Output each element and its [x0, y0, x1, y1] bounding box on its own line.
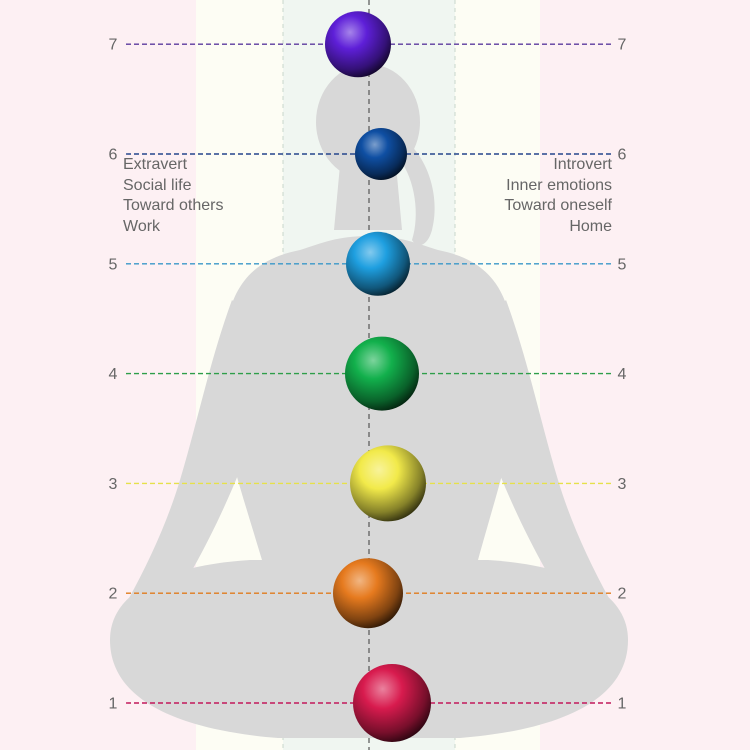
level-label-left-6: 6 — [109, 147, 118, 164]
silhouette-neck — [334, 165, 402, 230]
chakra-sphere-1 — [353, 664, 431, 742]
level-label-right-5: 5 — [618, 256, 627, 273]
right-text-line: Home — [569, 217, 612, 235]
silhouette-left-arm — [128, 300, 262, 620]
level-labels: 1 1 2 2 3 3 4 4 5 5 6 6 7 7 — [109, 37, 627, 713]
chakra-sphere-5 — [346, 231, 410, 296]
level-label-right-6: 6 — [618, 147, 627, 164]
right-text-line: Inner emotions — [506, 176, 612, 194]
left-text-line: Extravert — [123, 156, 188, 173]
chakra-sphere-2 — [333, 558, 403, 629]
level-label-left-4: 4 — [109, 366, 118, 383]
right-text-line: Toward oneself — [504, 197, 612, 214]
level-label-right-2: 2 — [618, 586, 627, 603]
right-text-line: Introvert — [553, 156, 612, 173]
chakra-spheres — [325, 11, 431, 742]
left-text-line: Toward others — [123, 197, 224, 214]
left-side-text: Extravert Social life Toward others Work — [123, 155, 224, 237]
level-label-left-5: 5 — [109, 256, 118, 273]
level-label-left-2: 2 — [109, 586, 118, 603]
level-label-right-7: 7 — [618, 37, 627, 54]
right-side-text: Introvert Inner emotions Toward oneself … — [504, 155, 612, 237]
level-label-right-1: 1 — [618, 696, 627, 713]
chakra-sphere-6 — [355, 128, 407, 180]
silhouette-ponytail — [400, 140, 435, 246]
level-label-left-7: 7 — [109, 37, 118, 54]
meditating-silhouette — [110, 64, 628, 738]
level-label-left-1: 1 — [109, 696, 118, 713]
silhouette-right-arm — [476, 300, 610, 620]
level-label-right-4: 4 — [618, 366, 627, 383]
left-text-line: Work — [123, 217, 161, 235]
level-label-left-3: 3 — [109, 476, 118, 493]
left-text-line: Social life — [123, 176, 192, 194]
level-label-right-3: 3 — [618, 476, 627, 493]
chakra-sphere-4 — [345, 336, 419, 411]
chakra-sphere-7 — [325, 11, 391, 78]
chakra-sphere-3 — [350, 445, 426, 522]
